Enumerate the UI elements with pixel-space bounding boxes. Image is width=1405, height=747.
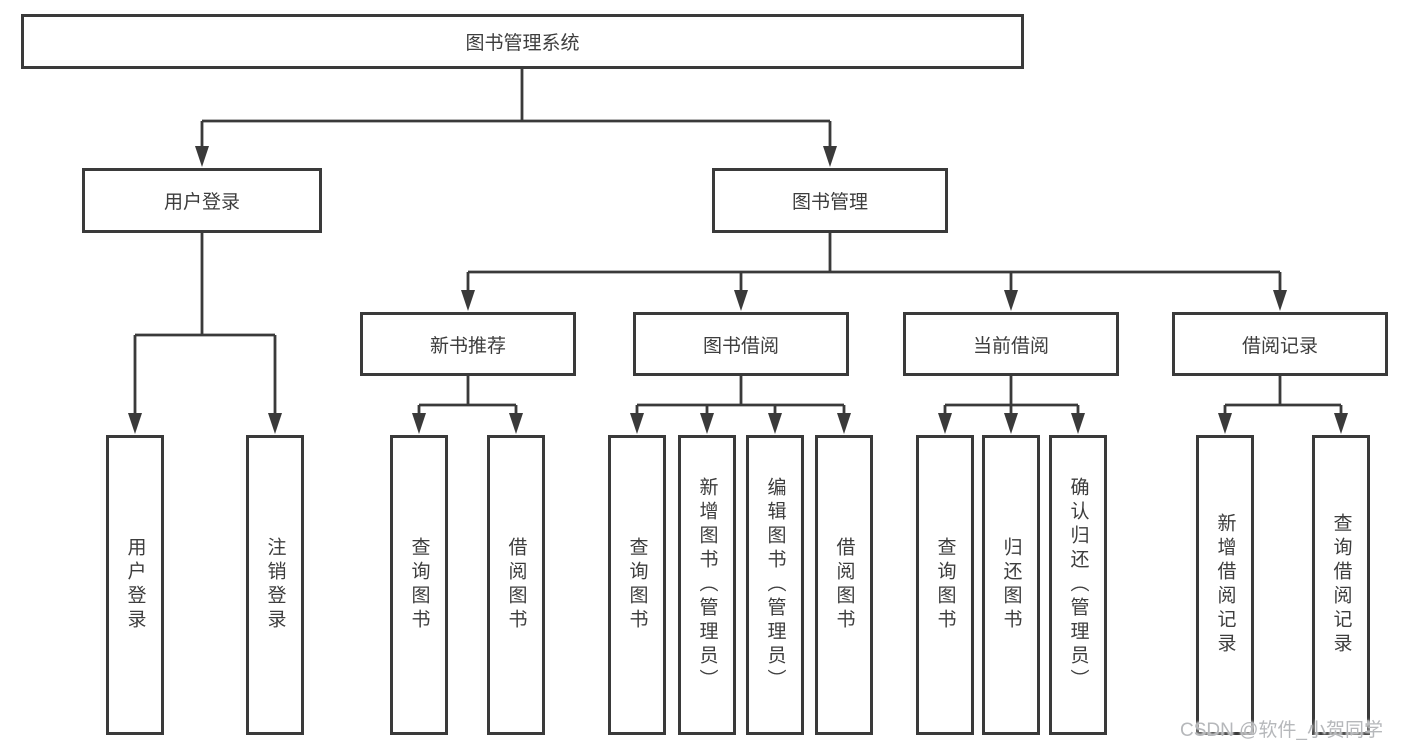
leaf-borrowing-query-books: 查询图书 <box>608 435 666 735</box>
node-current-borrowing: 当前借阅 <box>903 312 1119 376</box>
leaf-current-query-books-label: 查询图书 <box>934 537 956 633</box>
leaf-return-books-label: 归还图书 <box>1000 537 1022 633</box>
node-borrowing-records: 借阅记录 <box>1172 312 1388 376</box>
leaf-current-query-books: 查询图书 <box>916 435 974 735</box>
node-borrowing-records-label: 借阅记录 <box>1241 335 1318 357</box>
leaf-edit-books-admin-label: 编辑图书（管理员） <box>764 477 786 693</box>
leaf-logout: 注销登录 <box>246 435 304 735</box>
node-root-label: 图书管理系统 <box>465 33 580 54</box>
leaf-return-books: 归还图书 <box>982 435 1040 735</box>
node-book-management: 图书管理 <box>712 168 948 233</box>
leaf-add-books-admin: 新增图书（管理员） <box>678 435 736 735</box>
leaf-user-login: 用户登录 <box>106 435 164 735</box>
leaf-user-login-label: 用户登录 <box>124 537 146 633</box>
leaf-recommend-borrow-books: 借阅图书 <box>487 435 545 735</box>
leaf-add-borrow-record-label: 新增借阅记录 <box>1214 513 1236 657</box>
leaf-borrow-books: 借阅图书 <box>815 435 873 735</box>
node-book-management-label: 图书管理 <box>791 192 868 213</box>
node-user-login-label: 用户登录 <box>163 192 240 213</box>
node-user-login: 用户登录 <box>82 168 322 233</box>
leaf-recommend-query-books: 查询图书 <box>390 435 448 735</box>
node-new-book-recommendation: 新书推荐 <box>360 312 576 376</box>
leaf-edit-books-admin: 编辑图书（管理员） <box>746 435 804 735</box>
node-root: 图书管理系统 <box>21 14 1024 69</box>
node-book-borrowing: 图书借阅 <box>633 312 849 376</box>
leaf-query-borrow-records: 查询借阅记录 <box>1312 435 1370 735</box>
node-book-borrowing-label: 图书借阅 <box>702 335 779 357</box>
leaf-confirm-return-admin-label: 确认归还（管理员） <box>1067 477 1089 693</box>
leaf-confirm-return-admin: 确认归还（管理员） <box>1049 435 1107 735</box>
node-new-book-recommendation-label: 新书推荐 <box>429 335 506 357</box>
leaf-borrowing-query-books-label: 查询图书 <box>626 537 648 633</box>
arrowhead-icons <box>128 146 1348 434</box>
watermark: CSDN @软件_小贺同学 <box>1180 720 1383 741</box>
leaf-query-borrow-records-label: 查询借阅记录 <box>1330 513 1352 657</box>
leaf-logout-label: 注销登录 <box>264 537 286 633</box>
leaf-add-books-admin-label: 新增图书（管理员） <box>696 477 718 693</box>
node-current-borrowing-label: 当前借阅 <box>972 335 1049 357</box>
leaf-recommend-borrow-books-label: 借阅图书 <box>505 537 527 633</box>
leaf-borrow-books-label: 借阅图书 <box>833 537 855 633</box>
leaf-recommend-query-books-label: 查询图书 <box>408 537 430 633</box>
leaf-add-borrow-record: 新增借阅记录 <box>1196 435 1254 735</box>
